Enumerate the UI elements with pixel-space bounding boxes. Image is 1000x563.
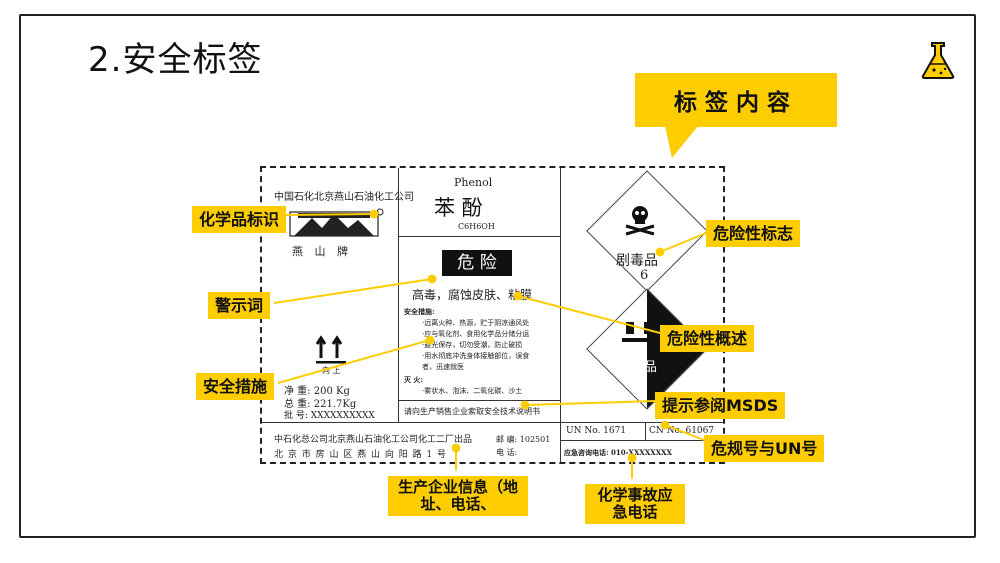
this-way-up-icon — [316, 335, 346, 364]
fire-title: 灭 火: — [404, 375, 424, 384]
maker-line2: 北 京 市 房 山 区 燕 山 向 阳 路 1 号 — [274, 450, 448, 460]
maker-line1: 中石化总公司北京燕山石油化工公司化工二厂出品 — [274, 435, 473, 445]
corrosion-icon — [622, 322, 658, 342]
label-divider — [398, 236, 560, 237]
name-chinese: 苯 酚 — [434, 196, 483, 220]
gross-weight: 总 重: 221.7Kg — [284, 399, 357, 410]
signal-word: 危 险 — [457, 253, 497, 273]
tag-hazard-sign: 危险性标志 — [706, 220, 801, 248]
hazard-summary: 高毒，腐蚀皮肤、粘膜 — [412, 288, 533, 302]
brand-name: 燕 山 牌 — [292, 245, 352, 258]
tag-signal-word: 警示词 — [208, 292, 271, 320]
company-name: 中国石化北京燕山石油化工公司 — [274, 192, 414, 203]
net-weight: 净 重: 200 Kg — [284, 386, 350, 397]
emergency-phone: 应急咨询电话: 010-XXXXXXXX — [564, 448, 672, 457]
skull-icon — [625, 206, 655, 236]
phone: 电 话: — [496, 448, 518, 457]
tag-producer-info: 生产企业信息（地址、电话、 — [388, 476, 528, 516]
measure-line: ·用水彻底冲洗身体接触部位，误食 — [422, 352, 530, 360]
slide-title: 2.安全标签 — [88, 40, 263, 80]
msds-note: 请向生产销售企业索取安全技术说明书 — [404, 407, 540, 416]
flask-icon — [921, 42, 955, 79]
name-english: Phenol — [454, 176, 493, 189]
fire-text: ·雾状水、泡沫、二氧化碳、沙土 — [422, 387, 523, 395]
content-callout: 标签内容 — [635, 73, 837, 127]
signal-word-box: 危 险 — [442, 250, 512, 276]
label-divider — [560, 168, 561, 462]
label-divider — [262, 422, 723, 423]
label-divider — [645, 422, 646, 440]
tag-msds: 提示参阅MSDS — [655, 392, 786, 420]
measure-line: ·应与氧化剂、食用化学品分储分运 — [422, 330, 530, 338]
brand-logo — [289, 208, 384, 237]
tag-emergency-phone: 化学事故应急电话 — [585, 484, 685, 524]
tag-safety-measures: 安全措施 — [196, 373, 275, 401]
label-divider — [560, 440, 723, 441]
slide-frame — [19, 14, 976, 538]
toxic-class: 6 — [640, 268, 649, 283]
corrosive-text: 腐蚀品 — [618, 360, 658, 375]
un-number: UN No. 1671 — [566, 426, 627, 436]
measures-title: 安全措施: — [404, 307, 435, 316]
up-text: 向 上 — [322, 366, 341, 375]
label-divider — [398, 400, 560, 401]
tag-hazard-overview: 危险性概述 — [660, 325, 755, 353]
safety-label: 中国石化北京燕山石油化工公司 燕 山 牌 向 上 净 重: 200 Kg 总 重… — [260, 166, 725, 464]
measure-line: 者，迅速就医 — [422, 363, 464, 371]
content-callout-text: 标签内容 — [674, 90, 798, 116]
formula: C6H6OH — [458, 222, 495, 231]
toxic-text: 剧毒品 — [616, 253, 658, 269]
tag-chemical-identity: 化学品标识 — [192, 206, 287, 234]
label-divider — [398, 168, 399, 422]
tag-un-number: 危规号与UN号 — [704, 435, 825, 463]
measure-line: ·避光保存，切勿受潮，防止破损 — [422, 341, 523, 349]
postcode: 邮 编: 102501 — [496, 435, 551, 444]
measure-line: ·远离火种、热源，贮于阴凉通风处 — [422, 319, 530, 327]
batch-number: 批 号: XXXXXXXXXX — [284, 411, 375, 421]
